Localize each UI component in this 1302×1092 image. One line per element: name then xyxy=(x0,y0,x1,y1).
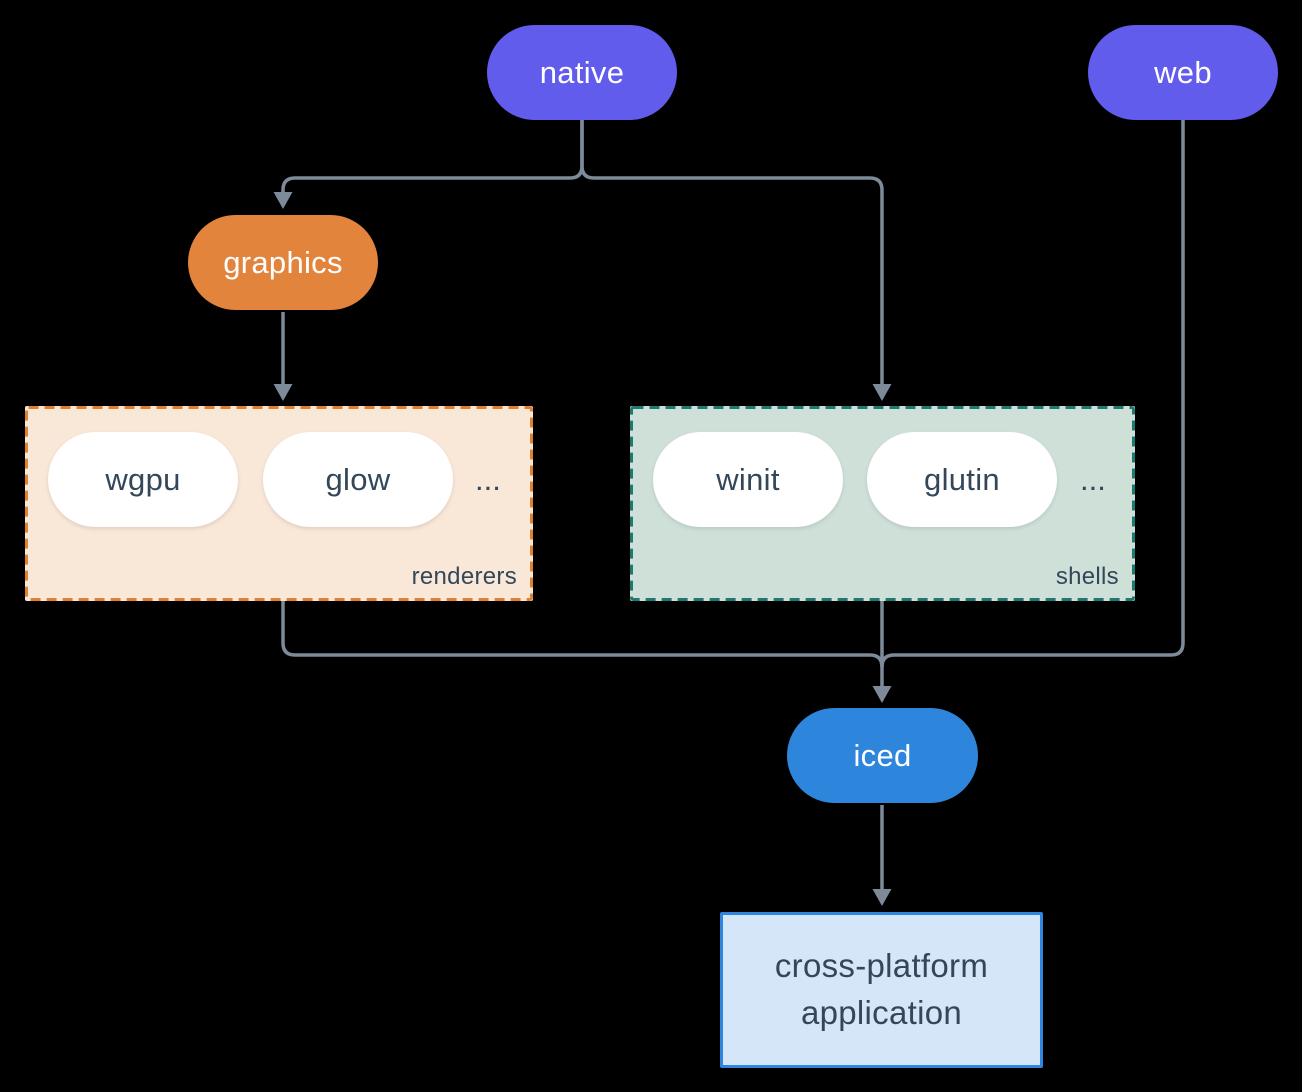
arrowhead-renderers xyxy=(273,384,293,401)
node-native: native xyxy=(487,25,677,120)
shells-group: winit glutin ... shells xyxy=(630,406,1135,601)
edge-native-shells xyxy=(580,120,884,385)
node-application: cross-platform application xyxy=(720,912,1043,1068)
renderers-ellipsis: ... xyxy=(475,461,501,497)
renderers-group-label: renderers xyxy=(411,563,517,590)
node-winit: winit xyxy=(653,432,843,527)
node-iced: iced xyxy=(787,708,978,803)
shells-ellipsis: ... xyxy=(1080,461,1106,497)
edge-renderers-iced xyxy=(281,601,884,668)
renderers-group: wgpu glow ... renderers xyxy=(25,406,533,601)
arrowhead-shells xyxy=(872,384,892,401)
application-label-line1: cross-platform xyxy=(774,947,989,985)
arrowhead-graphics xyxy=(273,192,293,209)
arrowhead-application xyxy=(872,889,892,906)
node-web: web xyxy=(1088,25,1278,120)
arrowhead-iced xyxy=(872,686,892,703)
node-graphics: graphics xyxy=(188,215,378,310)
node-glow: glow xyxy=(263,432,453,527)
edge-native-graphics xyxy=(281,120,584,193)
shells-group-label: shells xyxy=(1055,563,1119,590)
node-wgpu: wgpu xyxy=(48,432,238,527)
application-label-line2: application xyxy=(800,994,963,1031)
node-glutin: glutin xyxy=(867,432,1057,527)
